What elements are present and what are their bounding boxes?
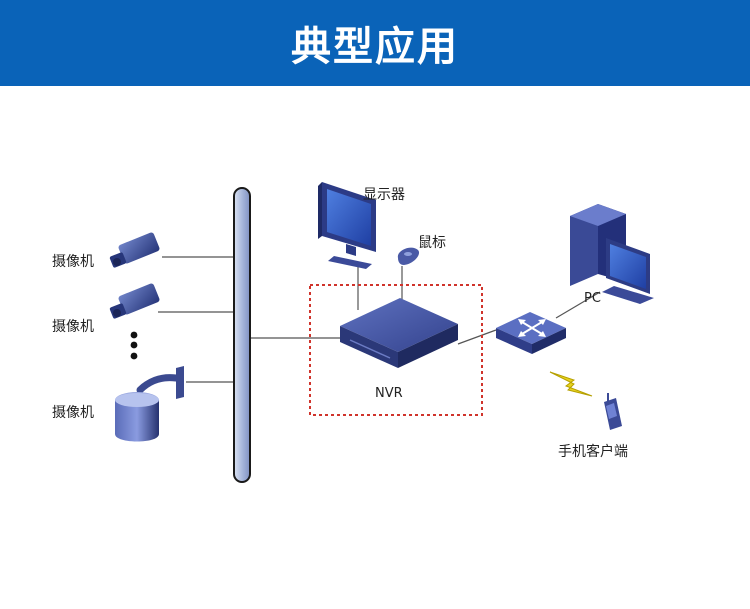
mouse-label: 鼠标 — [418, 235, 446, 251]
nvr-dashed-frame — [309, 284, 483, 416]
network-bus — [233, 187, 251, 483]
diagram-canvas — [109, 182, 654, 483]
mobile-client-label: 手机客户端 — [558, 444, 628, 460]
nvr-device-icon — [340, 298, 458, 368]
camera-label: 摄像机 — [52, 405, 94, 421]
camera-icon — [109, 283, 160, 319]
mouse-icon — [397, 247, 420, 265]
camera-icon — [109, 232, 160, 268]
more-cameras-ellipsis — [130, 331, 138, 360]
connection-lines — [158, 256, 601, 383]
pc-icon — [570, 204, 654, 304]
network-diagram: 摄像机 摄像机 摄像机 显示器 鼠标 NVR PC 手机客户端 — [0, 86, 750, 609]
monitor-icon — [318, 182, 376, 269]
switch-icon — [496, 312, 566, 354]
camera-label: 摄像机 — [52, 319, 94, 335]
header-banner: 典型应用 — [0, 0, 750, 86]
dome-camera-icon — [115, 366, 184, 442]
camera-label: 摄像机 — [52, 254, 94, 270]
wireless-lightning-icon — [549, 371, 593, 397]
mobile-phone-icon — [604, 393, 622, 430]
nvr-label: NVR — [375, 386, 403, 401]
page-title: 典型应用 — [291, 24, 459, 70]
pc-label: PC — [584, 291, 601, 306]
monitor-label: 显示器 — [363, 187, 405, 203]
